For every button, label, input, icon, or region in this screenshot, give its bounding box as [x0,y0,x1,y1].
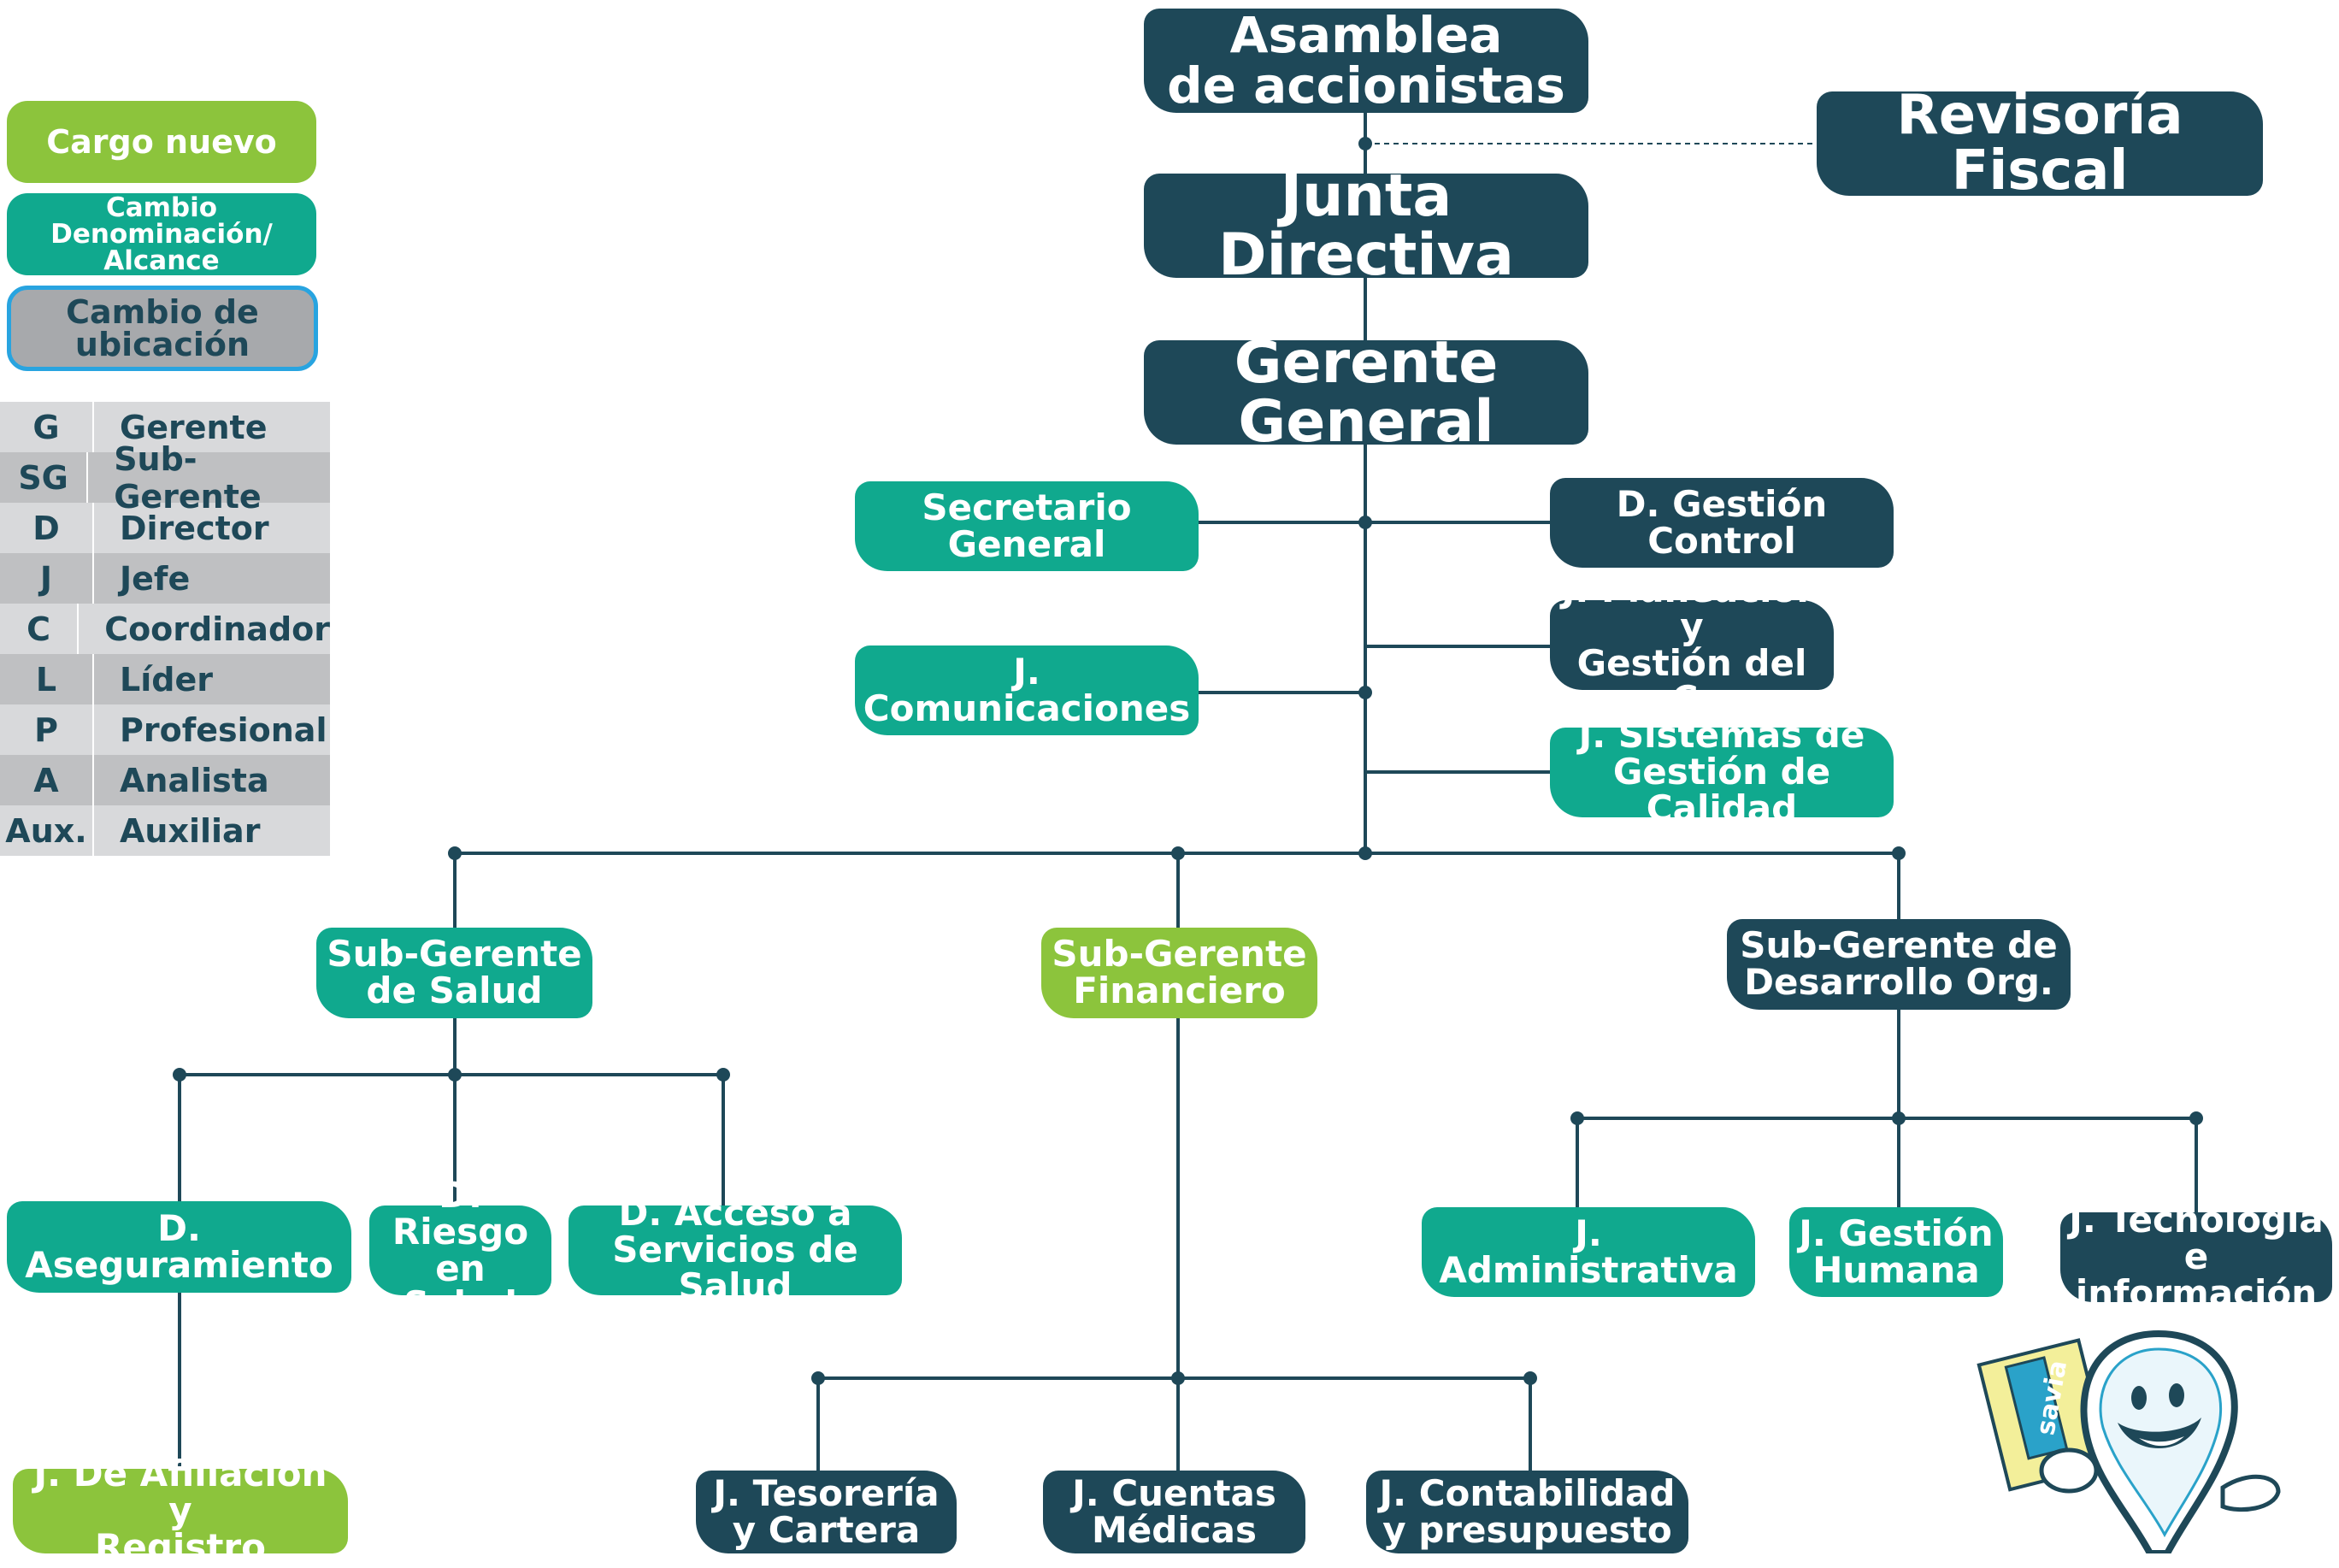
mascot-illustration: savia [1977,1329,2281,1553]
node-tecnologia: J. Tecnología e información [2060,1201,2332,1312]
node-sistemas-calidad: J. Sistemas de Gestión de Calidad [1550,716,1894,827]
abbreviation-code: Aux. [0,805,94,856]
node-administrativa: J. Administrativa [1422,1207,1755,1297]
abbreviation-code: A [0,755,94,805]
abbreviation-code: D [0,503,94,553]
abbreviation-name: Auxiliar [120,811,261,850]
abbreviation-row: J Jefe [0,553,330,604]
abbreviation-name: Coordinador [104,610,330,648]
node-cuentas-medicas: J. Cuentas Médicas [1043,1471,1305,1553]
node-contabilidad: J. Contabilidad y presupuesto [1366,1471,1688,1553]
abbreviation-name: Analista [120,761,269,799]
node-secretario-general: Secretario General [855,481,1199,571]
abbreviation-row: A Analista [0,755,330,805]
node-planeacion: J. Planeación y Gestión del C. [1550,571,1834,717]
abbreviation-code: J [0,553,94,604]
abbreviation-row: L Líder [0,654,330,704]
abbreviation-name: Profesional [120,710,327,749]
abbreviation-code: L [0,654,94,704]
abbreviation-row: SG Sub-Gerente [0,440,330,516]
node-acceso-servicios: D. Acceso a Servicios de Salud [569,1194,902,1305]
node-junta-directiva: Junta Directiva [1144,166,1588,285]
legend-cambio-denominacion: Cambio Denominación/ Alcance [7,193,316,275]
abbreviation-code: C [0,604,80,654]
abbreviation-table: G Gerente SG Sub-Gerente D Director J Jefe C… [0,402,330,856]
abbreviation-code: P [0,704,94,755]
legend-cargo-nuevo: Cargo nuevo [7,101,316,183]
abbreviation-code: SG [0,452,89,503]
abbreviation-row: C Coordinador [0,604,330,654]
node-aseguramiento: D. Aseguramiento [7,1201,351,1293]
abbreviation-name: Líder [120,660,213,699]
node-comunicaciones: J. Comunicaciones [855,645,1199,735]
abbreviation-row: P Profesional [0,704,330,755]
abbreviation-row: D Director [0,503,330,553]
abbreviation-code: G [0,402,94,452]
abbreviation-name: Gerente [120,408,268,446]
node-sg-salud: Sub-Gerente de Salud [316,928,592,1018]
abbreviation-name: Sub-Gerente [114,439,262,516]
node-riesgo-salud: D. Riesgo en Salud [369,1176,551,1323]
node-sg-financiero: Sub-Gerente Financiero [1041,928,1317,1018]
abbreviation-row: G Gerente [0,402,330,452]
node-tesoreria: J. Tesorería y Cartera [696,1471,957,1553]
abbreviation-name: Director [120,509,269,547]
node-sg-desarrollo: Sub-Gerente de Desarrollo Org. [1727,919,2071,1010]
node-asamblea: Asamblea de accionistas [1144,9,1588,113]
node-afiliacion-registro: J. De Afiliación y Registro [13,1455,348,1565]
abbreviation-name: Jefe [120,559,191,598]
node-gestion-humana: J. Gestión Humana [1789,1207,2003,1297]
legend-cambio-ubicacion: Cambio de ubicación [7,286,318,371]
node-gerente-general: Gerente General [1144,333,1588,451]
abbreviation-row: Aux. Auxiliar [0,805,330,856]
node-revisoria-fiscal: Revisoría Fiscal [1817,87,2263,199]
node-gestion-control: D. Gestión Control [1550,478,1894,568]
